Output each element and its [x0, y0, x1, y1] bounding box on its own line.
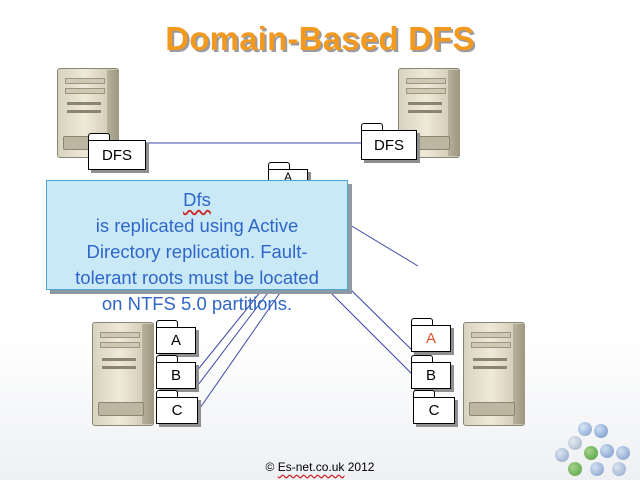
server-icon: [92, 322, 154, 426]
folder-label: C: [156, 397, 198, 424]
folder-label: DFS: [361, 130, 417, 160]
folder-label: A: [156, 327, 196, 354]
left-share-c: C: [156, 390, 198, 424]
folder-label: B: [156, 362, 196, 389]
left-share-b: B: [156, 355, 196, 389]
server-icon: [463, 322, 525, 426]
folder-icon: [88, 133, 110, 141]
callout-spellcheck-word: Dfs: [183, 189, 211, 210]
slide-title: Domain-Based DFS: [165, 20, 475, 57]
line-center-left-b: [197, 289, 271, 386]
folder-icon: [413, 390, 435, 398]
folder-icon: [361, 123, 383, 131]
right-share-c: C: [413, 390, 455, 424]
footer-year: 2012: [344, 460, 375, 474]
callout-line-3: tolerant roots must be located: [75, 267, 319, 288]
folder-label: DFS: [88, 140, 146, 170]
callout-line-2: Directory replication. Fault-: [86, 241, 308, 262]
folder-icon: [268, 162, 290, 170]
left-share-a: A: [156, 320, 196, 354]
line-center-left-b2: [195, 289, 263, 373]
folder-label: B: [411, 362, 451, 389]
line-right-a: [344, 221, 419, 267]
slide-footer: © Es-net.co.uk 2012: [0, 460, 640, 474]
line-right-b: [345, 284, 419, 357]
footer-site: Es-net.co.uk: [277, 460, 345, 474]
folder-label: A: [411, 325, 451, 352]
line-center-left-c: [199, 289, 283, 409]
right-share-a: A: [411, 318, 451, 352]
folder-icon: [411, 318, 433, 326]
dfs-root-folder-left: DFS: [88, 133, 146, 170]
folder-icon: [156, 355, 178, 363]
line-right-c: [329, 291, 419, 381]
footer-prefix: ©: [265, 460, 278, 474]
dfs-root-folder-right: DFS: [361, 123, 417, 160]
folder-icon: [156, 390, 178, 398]
callout-line-4: on NTFS 5.0 partitions.: [101, 293, 293, 314]
callout-line-1: Dfs is replicated using Active: [55, 187, 339, 239]
folder-label: C: [413, 397, 455, 424]
folder-icon: [411, 355, 433, 363]
info-callout: Dfs is replicated using Active Directory…: [46, 180, 348, 314]
folder-icon: [156, 320, 178, 328]
right-share-b: B: [411, 355, 451, 389]
